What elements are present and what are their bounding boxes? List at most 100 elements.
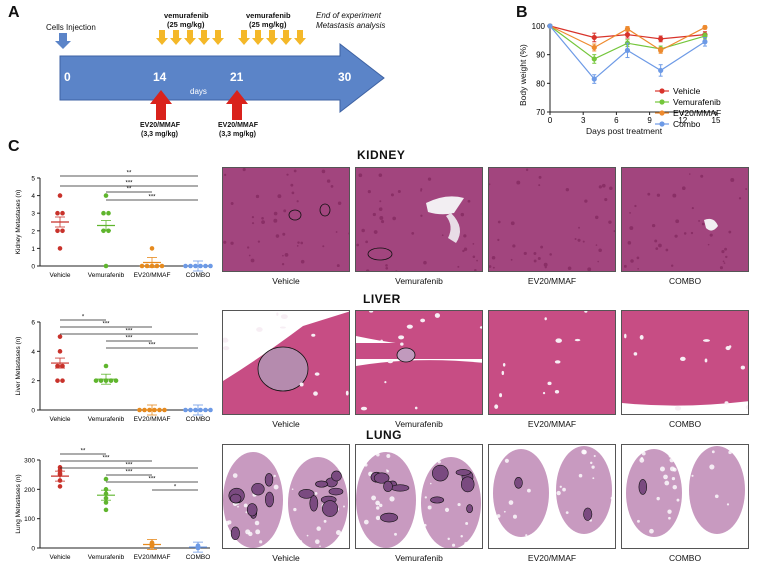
- alveolar-space: [574, 546, 580, 548]
- histology-caption: EV20/MMAF: [527, 276, 577, 286]
- alveolar-space: [503, 510, 506, 513]
- timeline-panel: Cells Injection 0 14 21 30 days vemurafe…: [0, 0, 420, 145]
- tissue-speckle: [629, 226, 634, 231]
- tissue-speckle: [654, 239, 658, 243]
- x-category-label: Vemurafenib: [88, 554, 125, 561]
- tissue-speckle: [538, 184, 541, 187]
- dose-arrow-icon: [156, 30, 168, 45]
- metastasis-outline: [367, 247, 393, 261]
- tissue-speckle: [655, 247, 659, 250]
- tissue-speckle: [656, 193, 661, 197]
- x-category-label: Vemurafenib: [88, 416, 125, 423]
- tissue-vessel: [311, 333, 316, 337]
- data-point: [57, 484, 63, 489]
- tissue-speckle: [392, 216, 397, 221]
- dose-arrow-icon: [280, 30, 292, 45]
- alveolar-space: [593, 454, 596, 458]
- tissue-speckle: [637, 267, 640, 270]
- tissue-speckle: [373, 230, 378, 234]
- tissue-speckle: [472, 243, 475, 245]
- day-21-label: 21: [230, 70, 244, 84]
- tissue-speckle: [690, 231, 694, 235]
- tissue-speckle: [709, 233, 713, 237]
- alveolar-space: [492, 457, 496, 462]
- lung-lobe: [493, 449, 549, 537]
- y-axis-label: Lung Metastases (n): [15, 474, 22, 533]
- alveolar-space: [460, 535, 463, 538]
- tissue-vessel: [256, 327, 263, 332]
- data-point: [624, 32, 631, 38]
- alveolar-space: [668, 452, 674, 458]
- y-tick-label: 4: [31, 349, 35, 356]
- day-0-label: 0: [64, 70, 71, 84]
- histology-image-liver-4: [621, 310, 749, 415]
- histology-svg: [622, 168, 748, 271]
- tissue-vessel: [724, 401, 729, 405]
- x-category-label: COMBO: [186, 554, 211, 561]
- alveolar-space: [565, 511, 569, 514]
- alveolar-space: [641, 451, 646, 456]
- tissue-vessel: [555, 338, 562, 343]
- vemurafenib-label-1: vemurafenib: [164, 11, 209, 20]
- alveolar-space: [669, 528, 674, 534]
- alveolar-space: [623, 463, 628, 468]
- alveolar-space: [481, 449, 482, 454]
- metastasis-outline: [230, 493, 242, 504]
- alveolar-space: [672, 456, 676, 460]
- data-point: [658, 36, 664, 42]
- alveolar-space: [610, 513, 615, 518]
- tissue-vessel: [420, 318, 426, 323]
- tissue-background: [622, 168, 748, 271]
- alveolar-space: [728, 450, 732, 455]
- tissue-speckle: [630, 259, 634, 263]
- tissue-speckle: [574, 238, 577, 240]
- data-point: [658, 67, 664, 74]
- histology-caption: Vemurafenib: [395, 276, 443, 286]
- data-point: [702, 39, 708, 45]
- tissue-speckle: [481, 213, 482, 215]
- metastasis-outline: [298, 489, 315, 499]
- y-axis-label: Liver Metastases (n): [15, 337, 22, 396]
- tissue-vessel: [398, 335, 405, 340]
- alveolar-space: [555, 544, 559, 548]
- alveolar-space: [611, 507, 615, 512]
- tissue-speckle: [372, 212, 376, 217]
- alveolar-space: [223, 477, 226, 481]
- alveolar-space: [227, 445, 233, 448]
- tissue-speckle: [367, 190, 371, 194]
- alveolar-space: [248, 531, 253, 537]
- tissue-speckle: [246, 246, 250, 249]
- alveolar-space: [319, 545, 321, 548]
- x-category-label: EV20/MMAF: [134, 272, 171, 279]
- tissue-speckle: [623, 264, 627, 268]
- histology-image-lung-4: [621, 444, 749, 549]
- histology-svg: [622, 445, 748, 548]
- tissue-speckle: [385, 266, 389, 270]
- tissue-speckle: [549, 253, 552, 256]
- tissue-speckle: [326, 179, 331, 183]
- data-point: [624, 47, 631, 53]
- tissue-speckle: [462, 249, 465, 253]
- histology-image-liver-3: [488, 310, 616, 415]
- ev20-label-2: EV20/MMAF: [218, 122, 259, 129]
- tissue-vessel: [280, 314, 288, 320]
- x-category-label: EV20/MMAF: [134, 416, 171, 423]
- lung-section-title: LUNG: [366, 428, 402, 442]
- kidney-section-title: KIDNEY: [357, 148, 406, 162]
- alveolar-space: [423, 523, 427, 527]
- data-point: [208, 407, 213, 413]
- significance-label: **: [127, 171, 132, 177]
- alveolar-space: [736, 528, 742, 534]
- alveolar-space: [744, 517, 748, 522]
- y-axis-label: Kidney Metastases (n): [15, 190, 22, 255]
- tissue-speckle: [567, 266, 572, 271]
- x-tick-label: 9: [647, 116, 652, 125]
- y-tick-label: 2: [31, 378, 35, 385]
- alveolar-space: [342, 505, 345, 508]
- data-point: [60, 210, 65, 216]
- alveolar-space: [232, 473, 238, 478]
- alveolar-space: [663, 474, 668, 480]
- tissue-vessel: [704, 218, 718, 231]
- tissue-vessel: [494, 404, 499, 409]
- tissue-speckle: [691, 207, 694, 210]
